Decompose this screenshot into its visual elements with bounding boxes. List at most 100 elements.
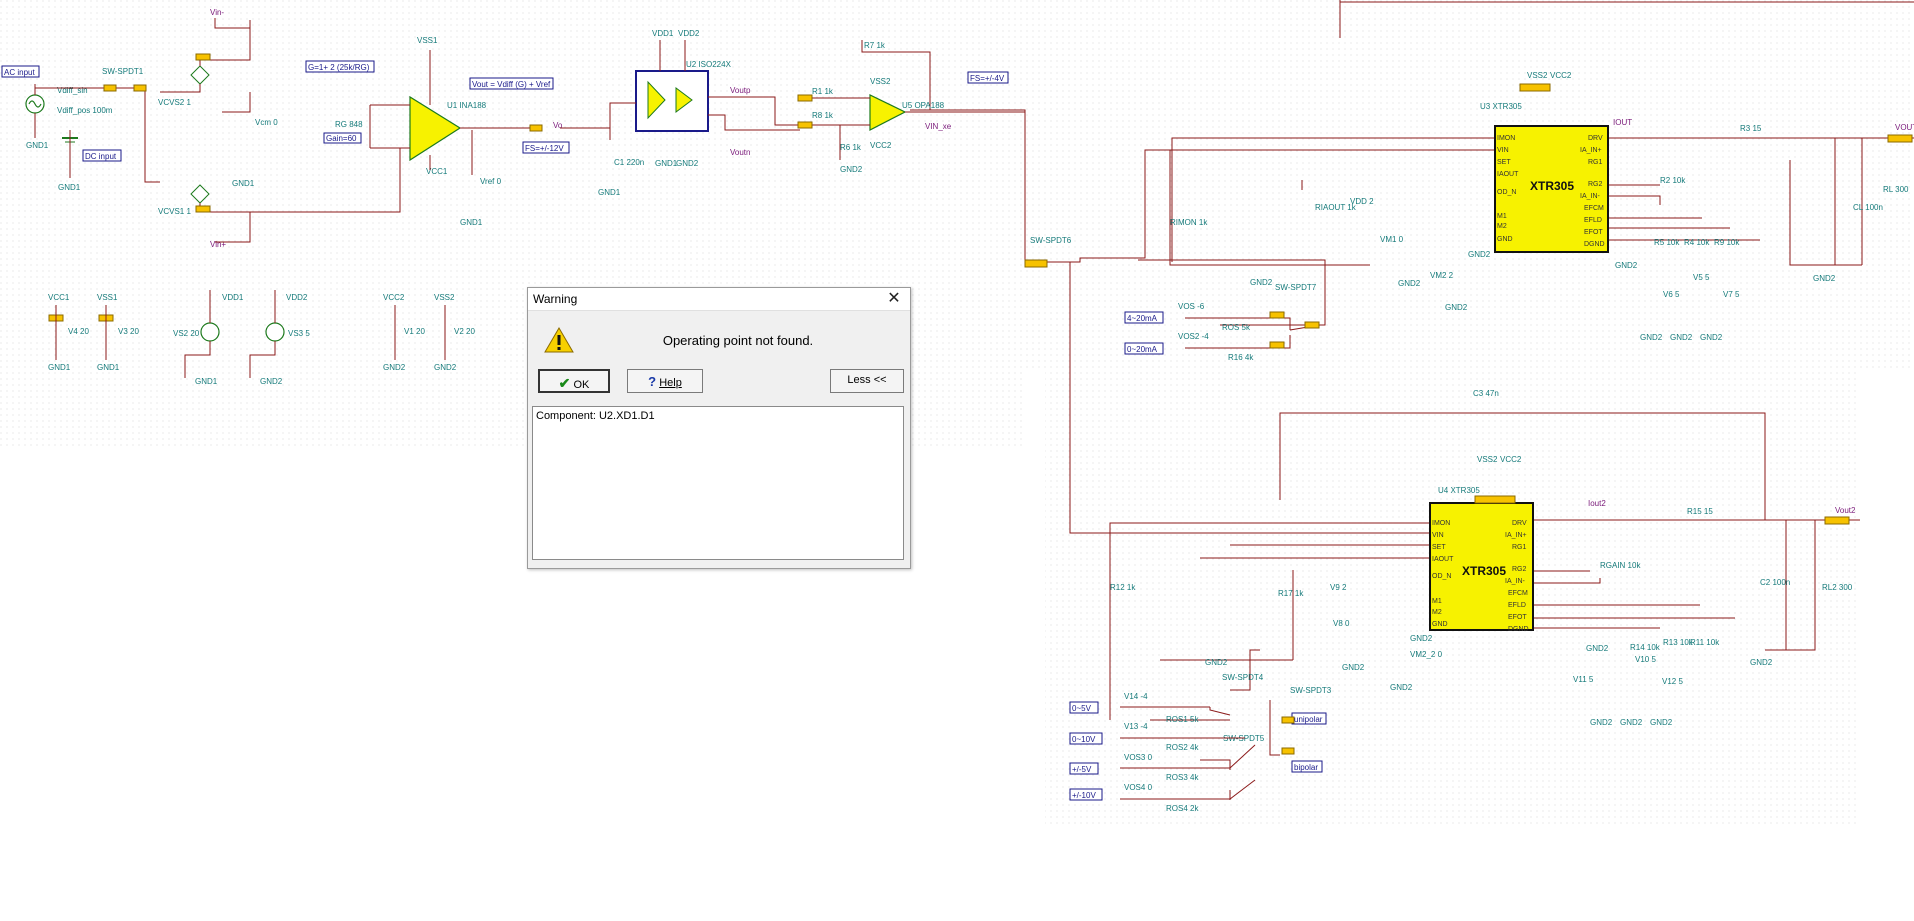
v10-label: V10 5 bbox=[1635, 655, 1656, 664]
gnd-label: GND2 bbox=[676, 159, 699, 168]
v1-label: V1 20 bbox=[404, 327, 425, 336]
vss2-label: VSS2 bbox=[870, 77, 891, 86]
pin-label: RG2 bbox=[1588, 181, 1603, 188]
vcc2-label: VCC2 bbox=[870, 141, 892, 150]
vos2-label: VOS2 -4 bbox=[1178, 332, 1209, 341]
gnd-label: GND2 bbox=[1640, 333, 1663, 342]
ina188-amplifier[interactable]: U1 INA188 VSS1 VCC1 Vref 0 GND1 Vout = V… bbox=[369, 36, 570, 227]
gnd-label: GND2 bbox=[1398, 279, 1421, 288]
dialog-details-text: Component: U2.XD1.D1 bbox=[536, 410, 655, 422]
vs2-label: VS2 20 bbox=[173, 329, 200, 338]
vcvs1-label: VCVS1 1 bbox=[158, 207, 191, 216]
pin-label: EFOT bbox=[1584, 229, 1603, 236]
ros2-label: ROS2 4k bbox=[1166, 743, 1199, 752]
pin-label: IA_IN+ bbox=[1580, 147, 1602, 154]
vdd2-source-label: VDD2 bbox=[286, 293, 308, 302]
sw-spdt1-label: SW-SPDT1 bbox=[102, 67, 144, 76]
gnd-label: GND1 bbox=[195, 377, 218, 386]
vcc1-source-label: VCC1 bbox=[48, 293, 70, 302]
gnd-label: GND2 bbox=[1390, 683, 1413, 692]
gnd-label: GND2 bbox=[1650, 718, 1673, 727]
r13-label: R13 10k bbox=[1663, 638, 1694, 647]
pin-label: EFLD bbox=[1584, 217, 1602, 224]
v2-label: V2 20 bbox=[454, 327, 475, 336]
pin-label: RG2 bbox=[1512, 566, 1527, 573]
iso224-isolation-amp[interactable]: VDD1 VDD2 U2 ISO224X C1 220n GND1 GND2 G… bbox=[560, 29, 1026, 262]
gnd-label: GND2 bbox=[1410, 634, 1433, 643]
gnd-label: GND2 bbox=[1342, 663, 1365, 672]
r17-label: R17 1k bbox=[1278, 589, 1304, 598]
checkmark-icon: ✔ bbox=[558, 375, 571, 391]
gnd-label: GND2 bbox=[1586, 644, 1609, 653]
help-button[interactable]: ? Help bbox=[627, 369, 703, 393]
pin-label: IA_IN+ bbox=[1505, 532, 1527, 539]
vout2-label: Vout2 bbox=[1835, 506, 1856, 515]
vss1-label: VSS1 bbox=[417, 36, 438, 45]
c2-label: C2 100n bbox=[1760, 578, 1790, 587]
vss2-label: VSS2 bbox=[1477, 455, 1498, 464]
vcc1-label: VCC1 bbox=[426, 167, 448, 176]
help-icon: ? bbox=[648, 374, 657, 389]
bipolar-label: bipolar bbox=[1294, 763, 1318, 772]
vdd-2-label: VDD 2 bbox=[1350, 197, 1374, 206]
vin-plus-label: Vin+ bbox=[210, 240, 226, 249]
u4-chip-title: XTR305 bbox=[1462, 564, 1506, 578]
pin-label: EFCM bbox=[1508, 590, 1528, 597]
warning-dialog[interactable]: Warning ✕ Operating point not found. ✔ O… bbox=[527, 287, 911, 569]
gnd-label: GND1 bbox=[460, 218, 483, 227]
help-button-label: Help bbox=[659, 377, 682, 389]
pin-label: M2 bbox=[1432, 609, 1442, 616]
gnd-label: GND1 bbox=[655, 159, 678, 168]
dialog-titlebar[interactable]: Warning ✕ bbox=[528, 288, 910, 311]
ros4-label: ROS4 2k bbox=[1166, 804, 1199, 813]
sw-spdt3-label: SW-SPDT3 bbox=[1290, 686, 1332, 695]
pin-label: SET bbox=[1497, 159, 1511, 166]
u3-chip-title: XTR305 bbox=[1530, 179, 1574, 193]
vss1-source-label: VSS1 bbox=[97, 293, 118, 302]
ma-0-20-label: 0~20mA bbox=[1127, 345, 1158, 354]
sw-spdt7-label: SW-SPDT7 bbox=[1275, 283, 1317, 292]
iout-label: IOUT bbox=[1613, 118, 1632, 127]
vin-minus-label: Vin- bbox=[210, 8, 224, 17]
pin-label: OD_N bbox=[1497, 189, 1516, 196]
ma-4-20-label: 4~20mA bbox=[1127, 314, 1158, 323]
dialog-details-box[interactable]: Component: U2.XD1.D1 bbox=[532, 406, 904, 560]
pin-label: M1 bbox=[1497, 213, 1507, 220]
r15-label: R15 15 bbox=[1687, 507, 1713, 516]
u5-label: U5 OPA188 bbox=[902, 101, 945, 110]
gnd-label: GND2 bbox=[1670, 333, 1693, 342]
less-button[interactable]: Less << bbox=[830, 369, 904, 393]
vdd2-label: VDD2 bbox=[678, 29, 700, 38]
v3-label: V3 20 bbox=[118, 327, 139, 336]
vos3-label: VOS3 0 bbox=[1124, 753, 1153, 762]
v12-label: V12 5 bbox=[1662, 677, 1683, 686]
opa188-amplifier[interactable]: R7 1k R1 1k R8 1k R6 1k VSS2 VCC2 U5 OPA… bbox=[800, 41, 1025, 174]
r16-label: R16 4k bbox=[1228, 353, 1254, 362]
u3-label: U3 XTR305 bbox=[1480, 102, 1522, 111]
ok-button[interactable]: ✔ OK bbox=[538, 369, 610, 393]
xtr305-u4[interactable]: XTR305 IMON VIN SET IAOUT OD_N M1 M2 GND… bbox=[1025, 261, 1860, 813]
pin-label: EFOT bbox=[1508, 614, 1527, 621]
vs3-label: VS3 5 bbox=[288, 329, 310, 338]
pin-label: RG1 bbox=[1512, 544, 1527, 551]
rl2-label: RL2 300 bbox=[1822, 583, 1853, 592]
range-pm10v-label: +/-10V bbox=[1072, 791, 1096, 800]
fs12-label: FS=+/-12V bbox=[525, 144, 564, 153]
gnd-label: GND1 bbox=[58, 183, 81, 192]
rg-label: RG 848 bbox=[335, 120, 363, 129]
dialog-title: Warning bbox=[533, 292, 578, 306]
v5-label: V5 5 bbox=[1693, 273, 1710, 282]
ac-input-label: AC input bbox=[4, 68, 35, 77]
vcm-label: Vcm 0 bbox=[255, 118, 278, 127]
gnd-label: GND2 bbox=[1590, 718, 1613, 727]
close-icon[interactable]: ✕ bbox=[887, 290, 901, 307]
gnd-label: GND1 bbox=[26, 141, 49, 150]
r11-label: R11 10k bbox=[1690, 638, 1720, 647]
r8-label: R8 1k bbox=[812, 111, 834, 120]
v6-label: V6 5 bbox=[1663, 290, 1680, 299]
power-sources: VCC1 V4 20 GND1 VSS1 V3 20 GND1 VDD1 VS2… bbox=[48, 290, 475, 386]
component-pins bbox=[103, 53, 1913, 755]
pin-label: VIN bbox=[1432, 532, 1444, 539]
warning-icon bbox=[544, 327, 574, 353]
